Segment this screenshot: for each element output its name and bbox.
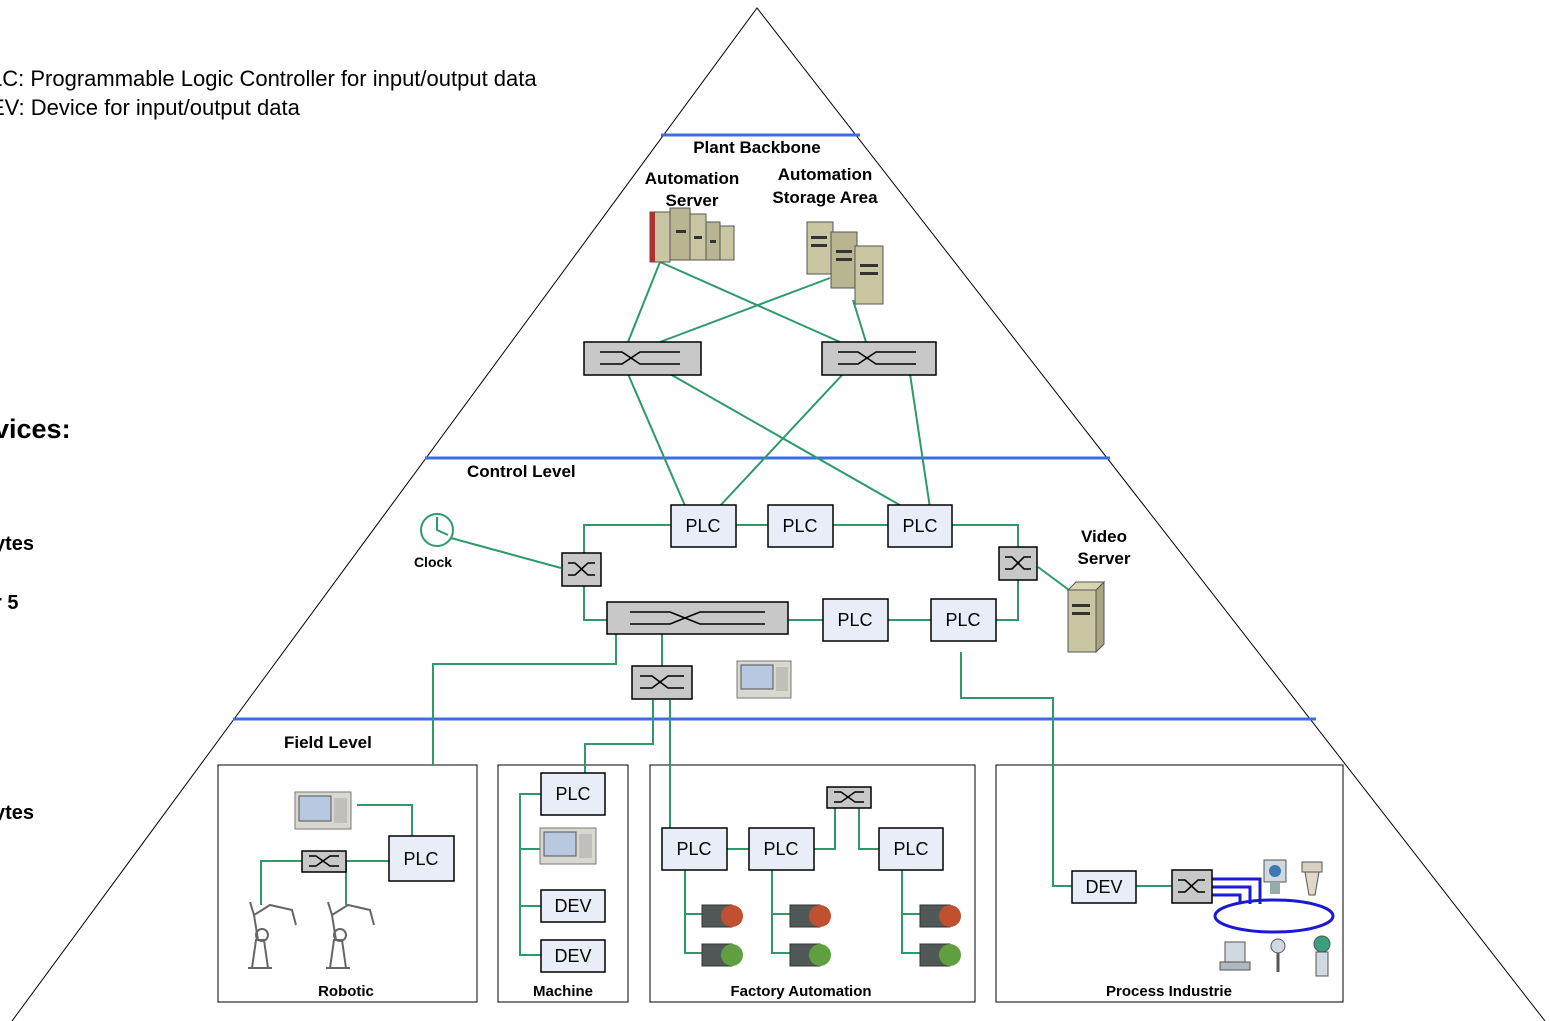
servo-motors-2 [789, 904, 831, 967]
side-text-devices: vices: [0, 414, 71, 444]
svg-text:PLC: PLC [403, 849, 438, 869]
backbone-switch-right [821, 341, 937, 376]
switch-process [1171, 869, 1213, 904]
legend-plc: LC: Programmable Logic Controller for in… [0, 66, 537, 91]
robotic-label: Robotic [318, 983, 374, 1000]
switch-field-uplink [631, 665, 693, 700]
video-server-label-2: Server [1078, 549, 1131, 568]
process-transmitter-2 [1313, 935, 1331, 977]
plc-control-5: PLC [930, 598, 997, 642]
process-transmitter-1 [1263, 859, 1287, 894]
clock-label: Clock [414, 554, 452, 570]
plc-machine: PLC [540, 772, 606, 816]
plc-factory-1: PLC [661, 827, 728, 871]
video-server-icon [1066, 580, 1106, 654]
plc-factory-3: PLC [878, 827, 944, 871]
control-level-label: Control Level [467, 462, 576, 481]
plc-robotic: PLC [388, 835, 455, 882]
storage-label-1: Automation [778, 165, 872, 184]
machine-label: Machine [533, 983, 593, 1000]
plant-backbone-label: Plant Backbone [693, 138, 821, 157]
control-main-switch [606, 601, 789, 635]
switch-robotic [301, 850, 347, 873]
robot-arm-icon-2 [326, 901, 375, 969]
svg-text:PLC: PLC [902, 516, 937, 536]
process-temp-sensor [1270, 938, 1286, 972]
robot-arm-icon-1 [248, 901, 297, 969]
plc-control-3: PLC [887, 504, 953, 548]
svg-text:PLC: PLC [555, 784, 590, 804]
plc-factory-2: PLC [748, 827, 815, 871]
automation-server-label-2: Server [666, 191, 719, 210]
dev-machine-2: DEV [540, 939, 606, 973]
clock-icon [420, 513, 454, 547]
hmi-panel-machine [539, 827, 597, 865]
backbone-switch-left [583, 341, 702, 376]
pyramid-outline [11, 7, 1546, 1021]
svg-text:PLC: PLC [782, 516, 817, 536]
svg-text:PLC: PLC [837, 610, 872, 630]
hmi-panel-robotic [294, 791, 352, 830]
storage-label-2: Storage Area [772, 188, 878, 207]
dev-process: DEV [1071, 870, 1137, 904]
svg-text:DEV: DEV [554, 896, 591, 916]
robotic-section [217, 764, 478, 1003]
legend-dev: EV: Device for input/output data [0, 95, 300, 120]
svg-text:DEV: DEV [1085, 877, 1122, 897]
process-level-sensor [1301, 861, 1323, 896]
field-level-label: Field Level [284, 733, 372, 752]
side-text-bytes-2: ytes [0, 802, 35, 824]
svg-text:PLC: PLC [763, 839, 798, 859]
servo-motors-3 [919, 904, 961, 967]
switch-clock [561, 552, 602, 587]
plc-control-2: PLC [767, 504, 834, 548]
svg-text:PLC: PLC [945, 610, 980, 630]
network-links [260, 261, 1172, 956]
machine-section [497, 764, 629, 1003]
dev-machine-1: DEV [540, 889, 606, 923]
servo-motors-1 [701, 904, 743, 967]
svg-text:DEV: DEV [554, 946, 591, 966]
side-text-bytes-1: ytes [0, 533, 35, 555]
factory-automation-section [649, 764, 976, 1003]
process-flowmeter [1219, 941, 1251, 971]
automation-server-label-1: Automation [645, 169, 739, 188]
svg-text:PLC: PLC [893, 839, 928, 859]
video-server-label-1: Video [1081, 527, 1127, 546]
legend: LC: Programmable Logic Controller for in… [0, 64, 537, 122]
automation-server-icon [649, 207, 735, 263]
automation-storage-icon [806, 221, 884, 305]
factory-automation-label: Factory Automation [730, 983, 871, 1000]
process-industrie-label: Process Industrie [1106, 983, 1232, 1000]
side-text-r5: r 5 [0, 592, 19, 614]
switch-video [998, 546, 1038, 581]
plc-control-4: PLC [822, 598, 889, 642]
hmi-panel-control [736, 660, 792, 699]
svg-text:PLC: PLC [676, 839, 711, 859]
plc-control-1: PLC [670, 504, 737, 548]
svg-text:PLC: PLC [685, 516, 720, 536]
process-bus-links [1212, 877, 1335, 934]
process-industrie-section [995, 764, 1344, 1003]
switch-factory [826, 786, 872, 809]
